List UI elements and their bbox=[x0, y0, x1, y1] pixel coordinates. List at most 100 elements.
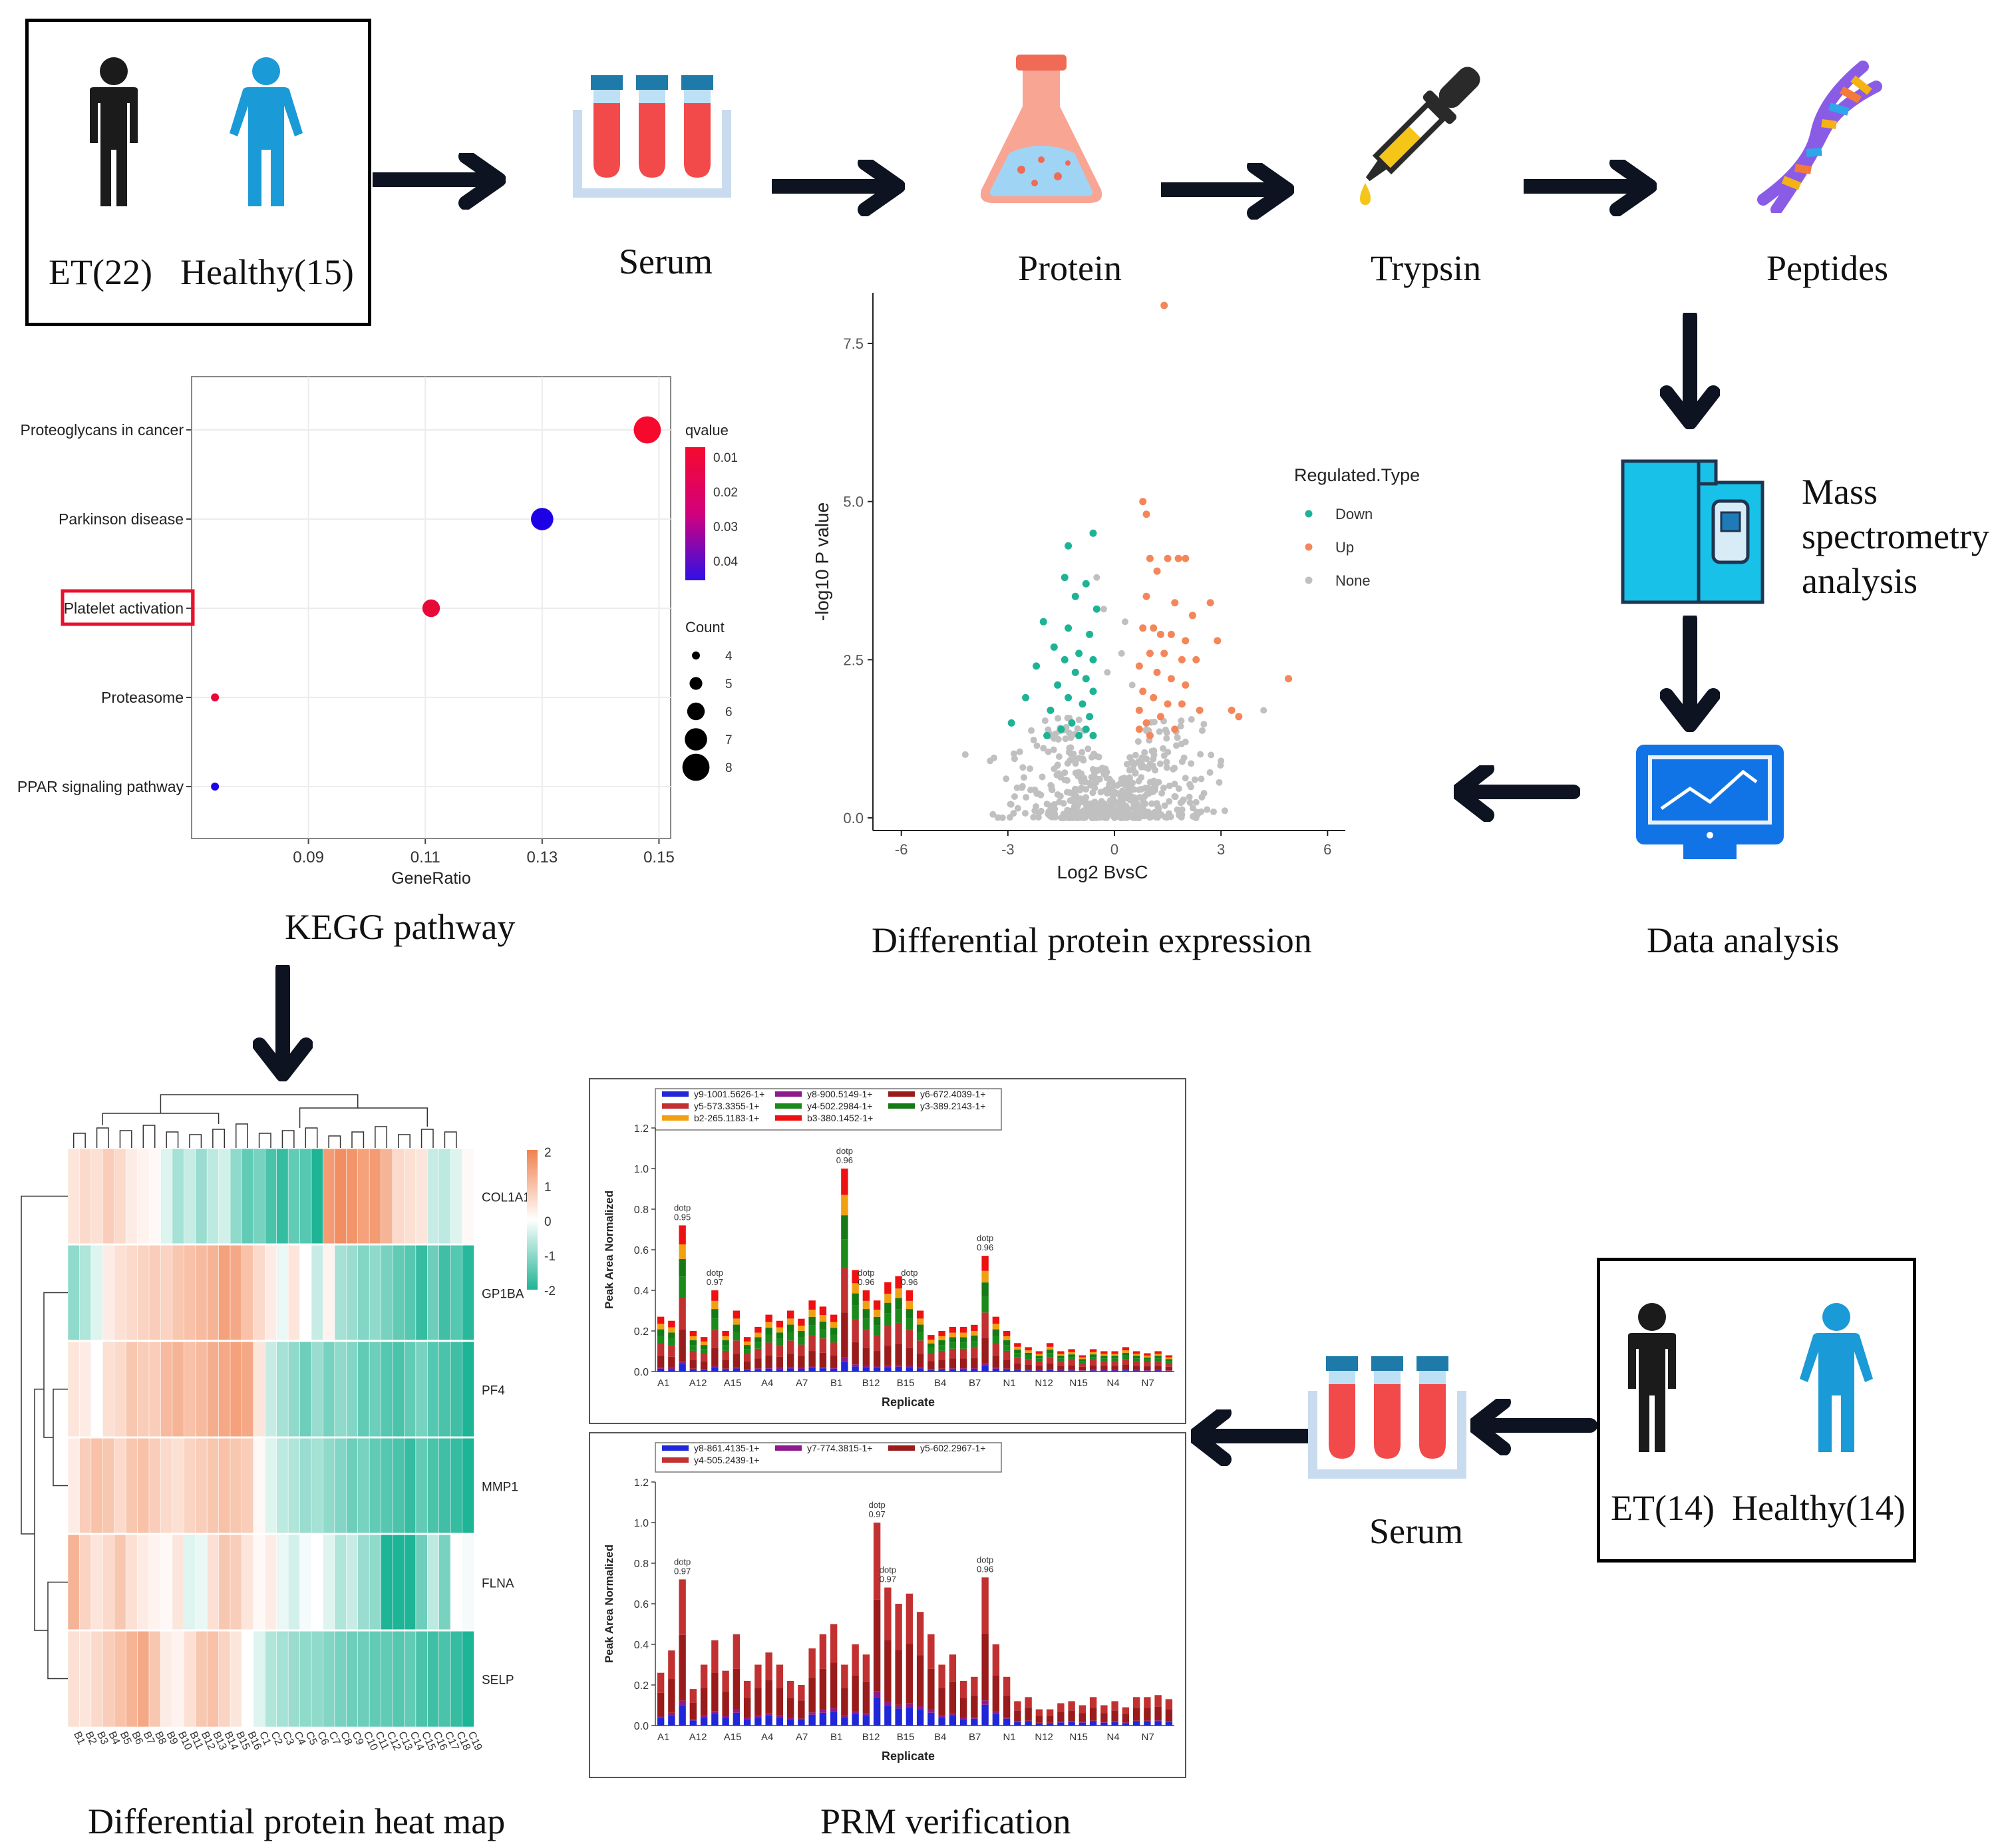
prm-top-bar-segment bbox=[971, 1335, 978, 1342]
prm-top-bar-segment bbox=[862, 1366, 870, 1368]
prm-top-bar-segment bbox=[1122, 1347, 1130, 1351]
prm-bottom-bar-segment bbox=[992, 1675, 1000, 1712]
prm-top-dotp-label: 0.96 bbox=[836, 1155, 853, 1165]
ms-label-line1: Mass bbox=[1802, 472, 1878, 512]
prm-bottom-bar-segment bbox=[949, 1654, 957, 1682]
prm-bottom-bar-segment bbox=[830, 1711, 838, 1726]
prm-top-bar-segment bbox=[1100, 1361, 1108, 1366]
volcano-point-none bbox=[1136, 786, 1143, 793]
prm-bottom-bar-segment bbox=[1100, 1713, 1108, 1722]
volcano-point-none bbox=[1065, 813, 1072, 820]
kegg-qvalue-title: qvalue bbox=[685, 422, 729, 439]
prm-top-bar-segment bbox=[852, 1320, 859, 1342]
volcano-point-none bbox=[1189, 805, 1196, 812]
prm-bottom-bar-segment bbox=[679, 1579, 686, 1635]
prm-top-bar-segment bbox=[927, 1335, 935, 1340]
volcano-point-none bbox=[1070, 750, 1077, 757]
volcano-point-none bbox=[1016, 748, 1023, 755]
prm-top-bar-segment bbox=[927, 1361, 935, 1370]
prm-top-bar-segment bbox=[906, 1309, 914, 1319]
volcano-point-none bbox=[1060, 800, 1067, 807]
prm-top-bar-segment bbox=[1046, 1346, 1054, 1350]
kegg-point bbox=[422, 599, 440, 618]
volcano-point-none bbox=[1163, 814, 1170, 821]
prm-top-xtick-label: A15 bbox=[724, 1378, 742, 1389]
prm-top-bar-segment bbox=[1132, 1366, 1140, 1370]
volcano-point-none bbox=[1030, 814, 1037, 821]
prm-bottom-bar-segment bbox=[830, 1708, 838, 1712]
prm-top-legend-swatch bbox=[775, 1091, 802, 1097]
heatmap-cell bbox=[242, 1340, 254, 1438]
volcano-point-up bbox=[1206, 599, 1214, 607]
heatmap-cell bbox=[345, 1630, 359, 1728]
prm-top-bar-segment bbox=[895, 1309, 902, 1323]
volcano-point-none bbox=[1075, 773, 1082, 780]
heatmap-cell bbox=[311, 1533, 324, 1631]
prm-top-bar-segment bbox=[938, 1331, 945, 1336]
prm-top-bar-segment bbox=[733, 1332, 741, 1341]
kegg-category-label: Proteoglycans in cancer bbox=[21, 421, 184, 439]
prm-bottom-bar-segment bbox=[657, 1692, 665, 1717]
prm-bottom-bar-segment bbox=[841, 1717, 848, 1726]
volcano-point-up bbox=[1153, 567, 1161, 575]
heatmap-cell bbox=[345, 1244, 359, 1342]
prm-top-bar-segment bbox=[1014, 1343, 1021, 1347]
prm-top-bar-segment bbox=[971, 1358, 978, 1369]
prm-bottom-bar-segment bbox=[873, 1523, 881, 1600]
kegg-point bbox=[633, 416, 661, 444]
prm-top-bar-segment bbox=[1111, 1354, 1118, 1356]
prm-top-bar-segment bbox=[700, 1345, 708, 1350]
prm-bottom-xtick-label: B1 bbox=[830, 1732, 842, 1743]
heatmap-cell bbox=[311, 1437, 324, 1535]
prm-bottom-bar-segment bbox=[776, 1688, 784, 1716]
prm-top-bar-segment bbox=[895, 1276, 902, 1289]
volcano-legend-dot bbox=[1305, 576, 1313, 584]
heatmap-cell bbox=[369, 1437, 382, 1535]
volcano-point-none bbox=[1071, 803, 1078, 811]
volcano-point-none bbox=[1141, 749, 1148, 756]
volcano-point-none bbox=[1078, 785, 1085, 792]
prm-top-bar-segment bbox=[906, 1330, 914, 1348]
volcano-point-none bbox=[1053, 762, 1061, 769]
volcano-ytick-label: 5.0 bbox=[843, 494, 864, 510]
prm-top-bar-segment bbox=[754, 1348, 762, 1359]
volcano-point-none bbox=[1061, 777, 1069, 784]
prm-top-bar-segment bbox=[765, 1334, 772, 1343]
prm-bottom-bar-segment bbox=[754, 1717, 762, 1726]
prm-top-bar-segment bbox=[1079, 1359, 1086, 1362]
prm-top-bar-segment bbox=[700, 1370, 708, 1372]
prm-top-bar-segment bbox=[1154, 1361, 1162, 1366]
heatmap-cell bbox=[404, 1630, 417, 1728]
heatmap-cell bbox=[299, 1630, 312, 1728]
heatmap-cell bbox=[218, 1244, 231, 1342]
volcano-point-none bbox=[1088, 809, 1095, 817]
prm-top-bar-segment bbox=[862, 1367, 870, 1372]
prm-top-bar-segment bbox=[711, 1367, 719, 1372]
volcano-point-none bbox=[1146, 761, 1154, 768]
prm-top-xtick-label: B7 bbox=[969, 1378, 981, 1389]
heatmap-cell bbox=[415, 1147, 428, 1245]
prm-bottom-bar-segment bbox=[927, 1634, 935, 1669]
prm-top-bar-segment bbox=[1165, 1359, 1173, 1362]
prm-bottom-bar-segment bbox=[981, 1633, 989, 1701]
volcano-point-none bbox=[1221, 807, 1228, 815]
heatmap-cell bbox=[276, 1630, 289, 1728]
prm-bottom-bar-segment bbox=[938, 1664, 945, 1688]
heatmap-cell bbox=[183, 1533, 196, 1631]
heatmap-col-label: B6 bbox=[129, 1730, 145, 1747]
prm-bottom-dotp-label: 0.97 bbox=[880, 1574, 896, 1584]
prm-top-bar-segment bbox=[1089, 1365, 1097, 1370]
prm-bottom-bar-segment bbox=[981, 1700, 989, 1705]
prm-top-bar-segment bbox=[992, 1368, 1000, 1372]
prm-top-bar-segment bbox=[981, 1338, 989, 1364]
volcano-point-none bbox=[1043, 801, 1051, 808]
heatmap-cell bbox=[125, 1340, 138, 1438]
prm-top-bar-segment bbox=[776, 1346, 784, 1357]
heatmap-cell bbox=[137, 1533, 150, 1631]
volcano-point-up bbox=[1156, 630, 1164, 638]
prm-top-bar-segment bbox=[819, 1367, 827, 1369]
prm-top-bar-segment bbox=[862, 1348, 870, 1366]
prm-top-bar-segment bbox=[884, 1313, 892, 1326]
volcano-point-none bbox=[1084, 745, 1092, 753]
prm-top-bar-segment bbox=[949, 1358, 957, 1369]
